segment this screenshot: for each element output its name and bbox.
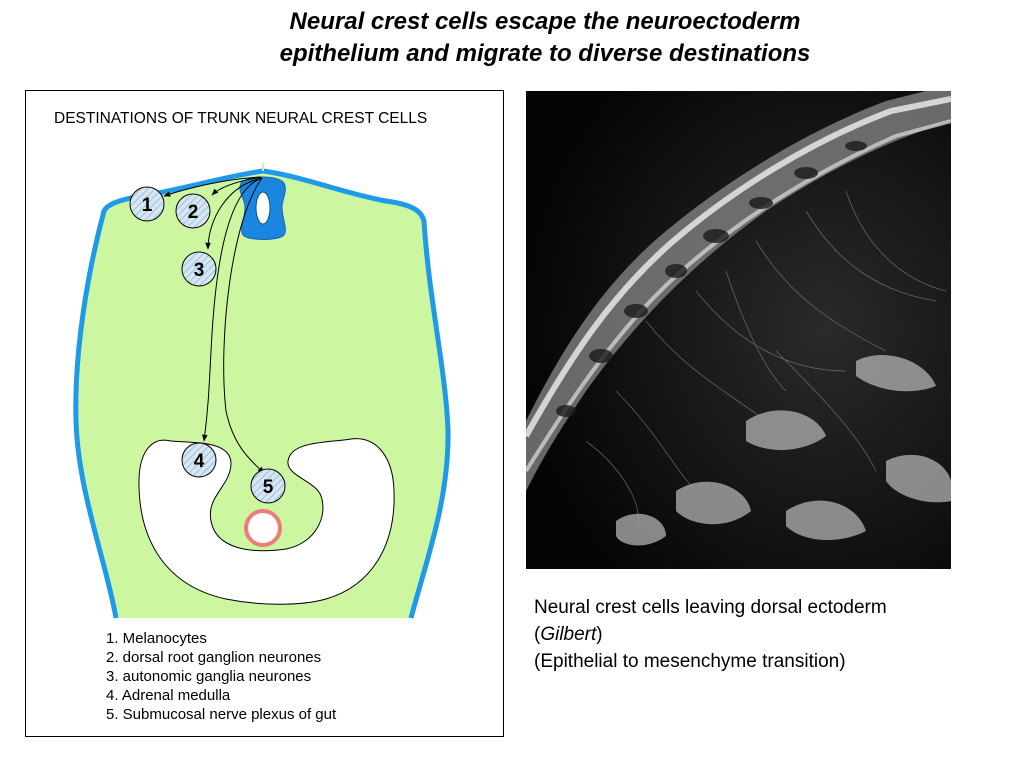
caption-line-1: Neural crest cells leaving dorsal ectode… [534,597,887,618]
legend-item: 4. Adrenal medulla [106,687,231,704]
caption-line-2: (Gilbert) [534,624,603,645]
marker-2: 2 [175,193,211,229]
micrograph-caption: Neural crest cells leaving dorsal ectode… [534,594,887,675]
marker-1: 1 [129,186,165,222]
svg-text:3: 3 [194,260,205,281]
slide-title: Neural crest cells escape the neuroectod… [0,6,1024,70]
legend-item: 2. dorsal root ganglion neurones [106,649,322,666]
svg-text:2: 2 [188,202,199,223]
migration-arrows [163,176,265,474]
legend-item: 5. Submucosal nerve plexus of gut [106,706,337,723]
legend-item: 1. Melanocytes [106,630,207,647]
marker-3: 3 [181,251,217,287]
sem-micrograph-image [526,91,951,569]
embryo-cross-section: 1 2 3 4 5 [73,163,451,619]
legend-item: 3. autonomic ganglia neurones [106,668,312,685]
destinations-legend: 1. Melanocytes 2. dorsal root ganglion n… [106,629,336,724]
arrow-to-3 [205,177,263,250]
gut-ring [244,509,282,547]
body-cavity [138,438,395,605]
diagram-heading: DESTINATIONS OF TRUNK NEURAL CREST CELLS [54,110,428,127]
svg-text:1: 1 [142,195,153,216]
svg-text:5: 5 [263,477,274,498]
marker-4: 4 [181,442,217,478]
arrow-to-2 [211,176,262,196]
sem-micrograph [526,91,951,569]
arrow-to-4 [202,177,263,442]
title-line-1: Neural crest cells escape the neuroectod… [289,8,801,35]
title-line-2: epithelium and migrate to diverse destin… [279,40,811,67]
marker-5: 5 [250,468,286,504]
caption-author: Gilbert [540,624,597,645]
neural-tube-lumen [255,191,271,225]
svg-text:4: 4 [194,451,205,472]
caption-line-3: (Epithelial to mesenchyme transition) [534,651,846,672]
arrow-to-5 [223,177,265,474]
diagram-panel: DESTINATIONS OF TRUNK NEURAL CREST CELLS [25,90,504,737]
arrow-to-1 [163,176,262,197]
ectoderm-outline [73,168,451,619]
